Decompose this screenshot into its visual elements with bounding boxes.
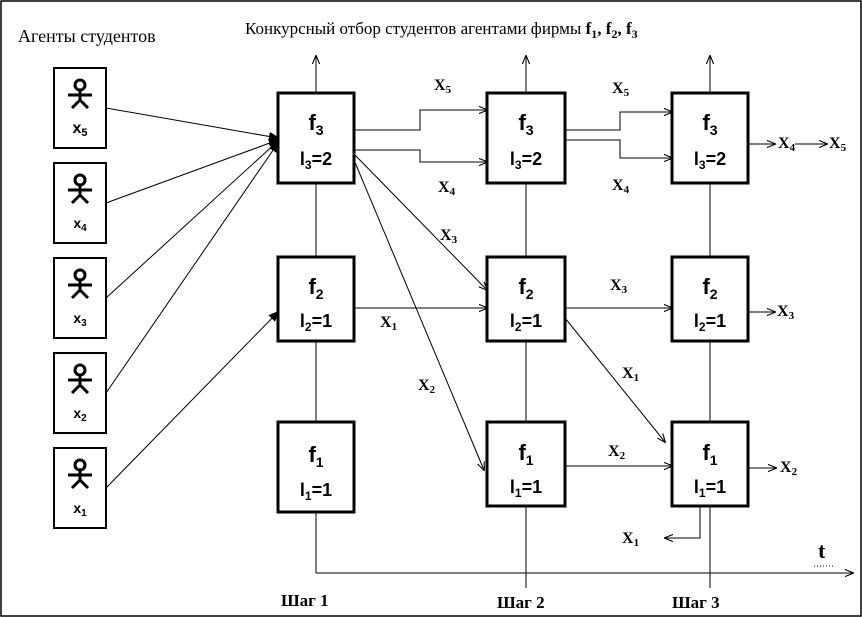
stick-figure-icon <box>68 363 92 395</box>
svg-text:f2: f2 <box>518 274 533 302</box>
student-agent-x5: x5 <box>53 67 107 149</box>
step-columns <box>316 56 710 588</box>
arrow-label-x4-step1: X4 <box>438 179 456 198</box>
diagram-title-text: Конкурсный отбор студентов агентами фирм… <box>245 19 582 38</box>
output-label-x3: X3 <box>777 303 795 322</box>
firm-box-f1-step1: f1 l1=1 <box>276 420 356 514</box>
output-label-x5: X5 <box>829 135 847 154</box>
stick-figure-icon <box>68 78 92 110</box>
svg-text:l3=2: l3=2 <box>300 149 332 172</box>
stick-figure-icon <box>68 173 92 205</box>
student-label: x4 <box>73 215 87 234</box>
arrow-label-x5-step1: X5 <box>434 77 452 96</box>
student-application-arrows <box>105 107 278 489</box>
arrow-labels: X5 X4 X3 X1 X2 X5 X4 X3 X1 X2 X1 <box>380 77 639 549</box>
arrow-label-x4-step2: X4 <box>612 177 630 196</box>
svg-text:f2: f2 <box>308 274 323 302</box>
svg-text:l2=1: l2=1 <box>510 311 542 334</box>
stick-figure-icon <box>68 268 92 300</box>
step3-output-arrows <box>665 144 827 538</box>
student-label: x2 <box>73 405 87 424</box>
student-agent-x2: x2 <box>53 352 107 434</box>
svg-text:l2=1: l2=1 <box>694 311 726 334</box>
arrow-label-x3-step1: X3 <box>440 227 458 246</box>
svg-text:f1: f1 <box>308 442 323 470</box>
students-panel-title: Агенты студентов <box>18 26 156 46</box>
arrow-label-x2-step2: X2 <box>608 443 626 462</box>
svg-text:l1=1: l1=1 <box>510 477 542 500</box>
student-agent-x4: x4 <box>53 162 107 244</box>
arrow-label-x1-step3: X1 <box>622 530 639 549</box>
student-agents: x5 x4 x3 x2 x1 <box>53 67 107 529</box>
firm-box-f3-step2: f3 l3=2 <box>485 91 567 185</box>
output-label-x2: X2 <box>780 459 798 478</box>
student-label: x3 <box>73 310 87 329</box>
arrow-label-x2-step1: X2 <box>418 377 436 396</box>
arrow-label-x3-step2: X3 <box>610 277 628 296</box>
output-labels: X4 X5 X3 X2 <box>777 135 847 478</box>
arrow-label-x1-step1: X1 <box>380 314 397 333</box>
svg-text:f1: f1 <box>518 440 533 468</box>
firm-box-f1-step2: f1 l1=1 <box>485 420 567 508</box>
firm-box-f1-step3: f1 l1=1 <box>670 420 750 508</box>
svg-text:l1=1: l1=1 <box>300 480 332 503</box>
firm-box-f3-step3: f3 l3=2 <box>670 91 750 185</box>
svg-text:f1: f1 <box>702 440 717 468</box>
student-agent-x1: x1 <box>53 447 107 529</box>
firm-box-f3-step1: f3 l3=2 <box>276 91 356 185</box>
svg-text:f3: f3 <box>702 110 717 138</box>
step1-transfer-arrows <box>353 110 487 470</box>
time-axis-label: t <box>818 538 826 563</box>
student-label: x5 <box>72 120 87 139</box>
firm-boxes: f3 l3=2 f2 l2=1 f1 l1=1 f3 l3=2 f2 l2=1 … <box>276 91 750 514</box>
arrow-label-x5-step2: X5 <box>612 80 630 99</box>
svg-text:l3=2: l3=2 <box>510 149 542 172</box>
step-label-3: Шаг 3 <box>672 593 720 612</box>
stick-figure-icon <box>68 458 92 490</box>
step-label-2: Шаг 2 <box>497 593 545 612</box>
step-label-1: Шаг 1 <box>281 591 329 610</box>
arrow-label-x1-step2: X1 <box>622 365 639 384</box>
time-axis <box>315 512 853 573</box>
firm-box-f2-step1: f2 l2=1 <box>276 255 356 343</box>
svg-text:f3: f3 <box>308 110 323 138</box>
step2-transfer-arrows <box>564 112 672 466</box>
step-labels: Шаг 1 Шаг 2 Шаг 3 <box>281 591 720 612</box>
student-label: x1 <box>73 500 87 519</box>
output-label-x4: X4 <box>778 135 796 154</box>
student-agent-x3: x3 <box>53 257 107 339</box>
svg-text:l2=1: l2=1 <box>300 311 332 334</box>
svg-text:l3=2: l3=2 <box>694 149 726 172</box>
svg-text:f2: f2 <box>702 274 717 302</box>
svg-text:l1=1: l1=1 <box>694 477 726 500</box>
svg-text:f3: f3 <box>518 110 533 138</box>
firm-box-f2-step3: f2 l2=1 <box>670 255 750 343</box>
firm-box-f2-step2: f2 l2=1 <box>485 255 567 343</box>
diagram-title: Конкурсный отбор студентов агентами фирм… <box>245 19 638 41</box>
